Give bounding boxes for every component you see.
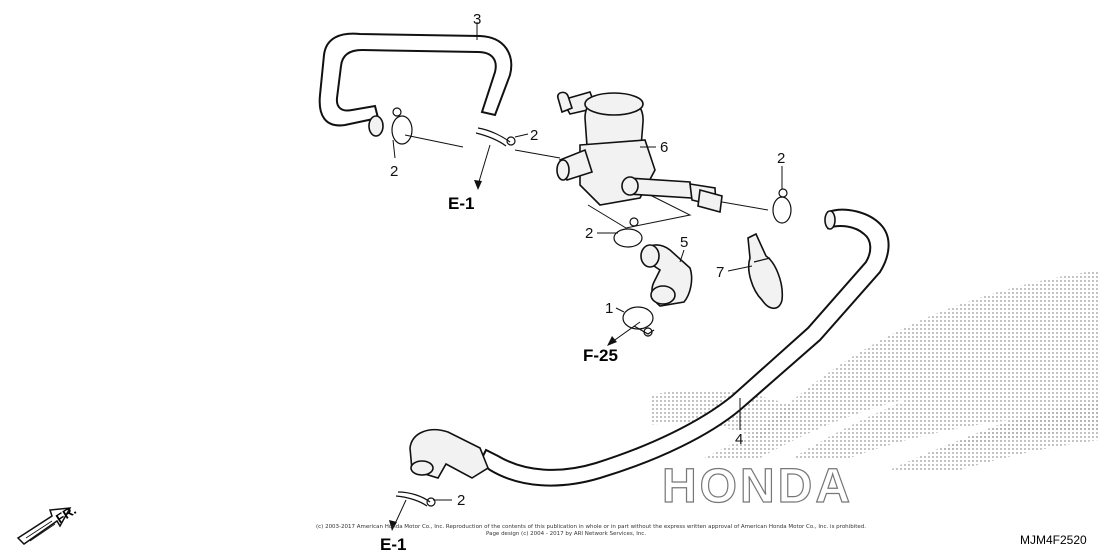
copyright-line-2: Page design (c) 2004 - 2017 by ARI Netwo… [486, 531, 646, 537]
front-direction-label: FR. [53, 502, 79, 526]
callout-4: 4 [735, 431, 743, 448]
front-direction-arrow-icon [16, 507, 72, 545]
alignment-line-2 [514, 149, 561, 159]
callout-5: 5 [680, 234, 688, 251]
pair-valve-6 [556, 91, 723, 214]
alignment-line-3 [721, 201, 769, 211]
callout-2-bottom: 2 [457, 492, 465, 509]
guide-lines-valve [587, 194, 692, 229]
alignment-line-1 [404, 134, 464, 148]
hose-3-end [368, 115, 384, 137]
callout-1: 1 [605, 300, 613, 317]
hose-4 [409, 208, 890, 487]
clamp-2-upper [475, 127, 516, 147]
clamp-2-mid [613, 217, 643, 248]
arrow-e1-top [474, 144, 491, 190]
reference-e1-top: E-1 [448, 194, 474, 213]
leader-1 [615, 307, 625, 313]
clamp-2-left [391, 107, 413, 145]
reference-e1-bottom: E-1 [380, 535, 406, 554]
copyright-line-1: (c) 2003-2017 American Honda Motor Co., … [316, 524, 866, 530]
hose-3 [318, 32, 513, 137]
callout-7: 7 [716, 264, 724, 281]
hose-5 [640, 244, 693, 307]
honda-logo-text: HONDA [662, 460, 853, 513]
diagram-code: MJM4F2520 [1020, 533, 1087, 547]
callout-2-right: 2 [777, 150, 785, 167]
leader-7 [727, 265, 753, 272]
callout-3: 3 [473, 11, 481, 28]
leader-5 [679, 249, 685, 263]
callout-2-upper: 2 [530, 127, 538, 144]
callout-2-left: 2 [390, 163, 398, 180]
callout-2-mid: 2 [585, 225, 593, 242]
arrow-e1-bottom [389, 499, 407, 531]
callout-6: 6 [660, 139, 668, 156]
leader-2b [514, 133, 529, 138]
honda-wing-watermark [650, 270, 1100, 470]
clamp-2-bottom [395, 491, 436, 507]
clamp-2-right [772, 188, 792, 224]
arrow-f25 [607, 321, 641, 346]
clamp-1 [622, 306, 655, 337]
reference-f25: F-25 [583, 346, 618, 365]
strap-7 [747, 232, 784, 310]
leader-2a [392, 139, 396, 159]
